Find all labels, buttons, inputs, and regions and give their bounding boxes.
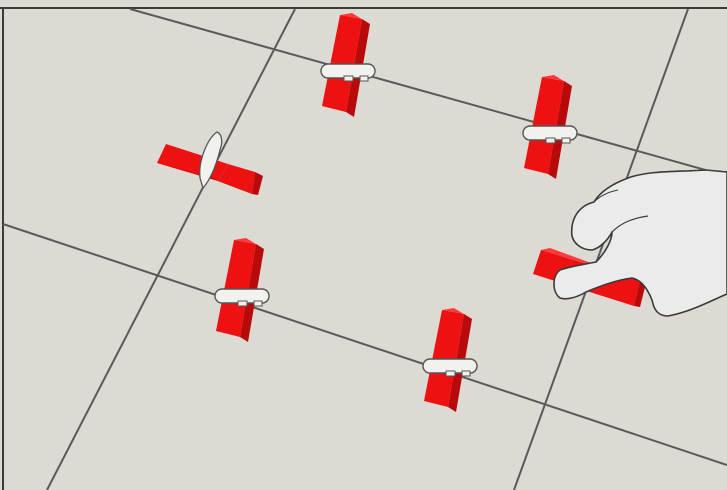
tile-leveling-illustration (0, 0, 727, 490)
